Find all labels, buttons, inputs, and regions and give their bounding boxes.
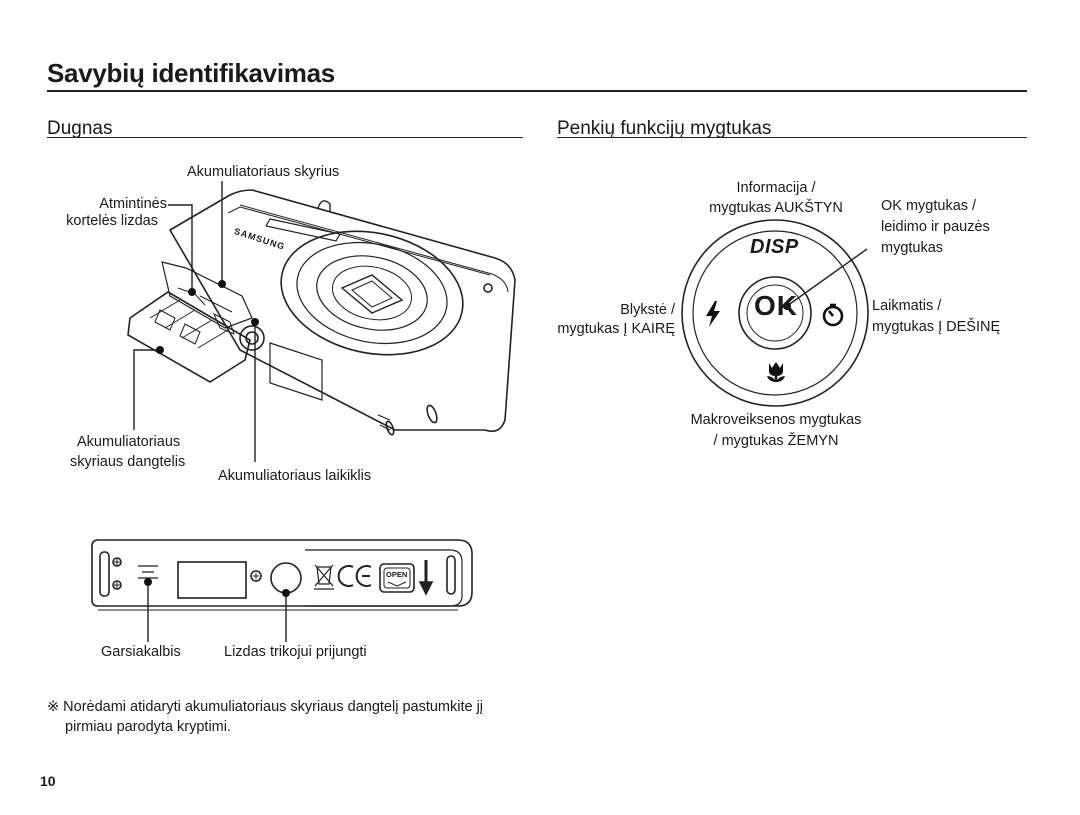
label-battery-compartment: Akumuliatoriaus skyrius	[187, 164, 340, 180]
title-rule	[47, 90, 1027, 92]
label-right-line2: mygtukas Į DEŠINĘ	[872, 319, 1001, 335]
section-heading-dial: Penkių funkcijų mygtukas	[557, 118, 772, 139]
ok-button-label: OK	[754, 290, 798, 321]
label-ok-line1: OK mygtukas /	[881, 198, 977, 214]
label-down-line2: / mygtukas ŽEMYN	[713, 433, 839, 449]
section-heading-bottom: Dugnas	[47, 118, 113, 139]
open-label: OPEN	[386, 570, 408, 579]
page-number: 10	[40, 773, 56, 789]
label-down-line1: Makroveiksenos mygtukas	[690, 412, 862, 428]
flash-icon	[706, 301, 720, 327]
camera-bottom-illustration	[91, 539, 473, 642]
page-title: Savybių identifikavimas	[47, 58, 335, 88]
label-right-line1: Laikmatis /	[872, 298, 942, 314]
label-left-line1: Blykstė /	[620, 302, 675, 318]
label-ok-line3: mygtukas	[881, 240, 944, 256]
note: ※ Norėdami atidaryti akumuliatoriaus sky…	[47, 697, 517, 737]
label-ok-line2: leidimo ir pauzės	[881, 219, 990, 235]
label-memory-slot-line1: Atmintinės	[99, 196, 167, 212]
label-memory-slot-line2: kortelės lizdas	[66, 213, 158, 229]
self-timer-icon	[822, 303, 844, 327]
label-up-line1: Informacija /	[736, 180, 816, 196]
label-tripod: Lizdas trikojui prijungti	[224, 644, 367, 660]
label-battery-holder: Akumuliatoriaus laikiklis	[218, 468, 372, 484]
section-rule-dial	[557, 137, 1027, 138]
label-speaker: Garsiakalbis	[101, 644, 181, 660]
disp-button-label: DISP	[750, 236, 799, 258]
label-left-line2: mygtukas Į KAIRĘ	[557, 321, 675, 337]
label-battery-cover-line2: skyriaus dangtelis	[70, 454, 186, 470]
five-function-dial	[681, 219, 869, 407]
label-battery-cover-line1: Akumuliatoriaus	[77, 434, 181, 450]
camera-isometric-illustration	[127, 181, 516, 462]
section-rule-bottom	[47, 137, 523, 138]
note-symbol: ※	[47, 699, 60, 715]
note-line1: Norėdami atidaryti akumuliatoriaus skyri…	[63, 699, 484, 715]
macro-flower-icon	[767, 362, 785, 382]
note-line2: pirmiau parodyta kryptimi.	[65, 719, 231, 735]
label-up-line2: mygtukas AUKŠTYN	[709, 200, 843, 216]
